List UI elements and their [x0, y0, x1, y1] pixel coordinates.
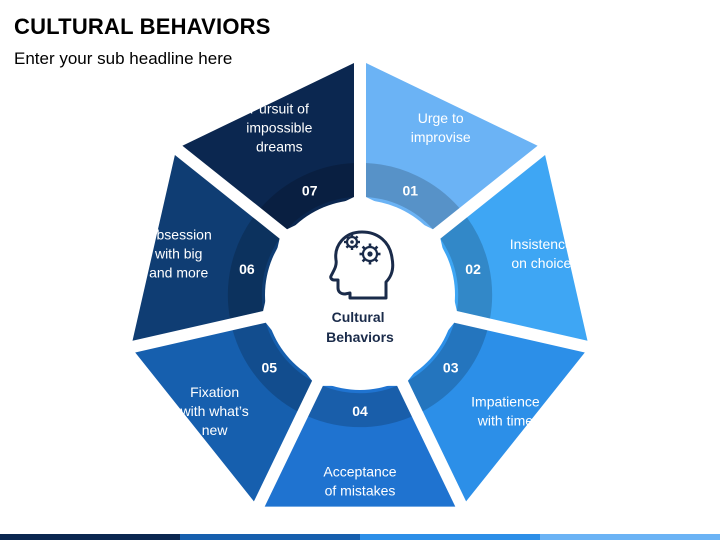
- segment-number: 05: [262, 359, 278, 375]
- segment-label: Obsession with big and more: [146, 227, 212, 281]
- segment-number: 03: [443, 359, 459, 375]
- segment-ring-band: [308, 385, 412, 428]
- segment-label-line: Pursuit of: [250, 100, 309, 116]
- segment-label: Impatience with time: [471, 394, 540, 429]
- segment-label: Urge to improvise: [411, 110, 471, 145]
- segment-label-line: with time: [477, 413, 533, 429]
- bottom-bar-stripe: [360, 534, 540, 540]
- segment-label-line: Urge to: [418, 110, 464, 126]
- segment-label-line: of mistakes: [325, 483, 396, 499]
- bottom-bar-stripe: [180, 534, 360, 540]
- segment-shape: [182, 63, 354, 230]
- segment-number: 07: [302, 183, 318, 199]
- segment-number: 02: [465, 261, 481, 277]
- segment-label-line: Obsession: [146, 227, 212, 243]
- segment-02: 02 Insistence on choice: [440, 155, 588, 341]
- segment-label-line: improvise: [411, 129, 471, 145]
- svg-text:Cultural Behaviors: Cultural Behaviors: [326, 309, 394, 345]
- segment-label: Pursuit of impossible dreams: [246, 100, 312, 154]
- segment-label: Fixation with what’s new: [179, 384, 248, 438]
- bottom-bar-stripe: [540, 534, 720, 540]
- bottom-bar-stripe: [0, 534, 180, 540]
- bottom-accent-bar: [0, 534, 720, 540]
- segment-06: 06 Obsession with big and more: [132, 155, 280, 341]
- segment-ring-band: [260, 163, 354, 230]
- segment-shape: [264, 385, 456, 507]
- segment-label-line: impossible: [246, 119, 312, 135]
- segment-label-line: Insistence: [510, 236, 573, 252]
- head-with-gears-icon: [329, 230, 395, 300]
- segment-number: 04: [352, 403, 368, 419]
- segment-label-line: Fixation: [190, 384, 239, 400]
- segment-label-line: and more: [149, 265, 208, 281]
- segment-shape: [132, 155, 280, 341]
- segment-ring-band: [407, 322, 488, 412]
- segment-number: 06: [239, 261, 255, 277]
- segment-ring-band: [232, 322, 313, 412]
- segment-07: 07 Pursuit of impossible dreams: [182, 63, 354, 230]
- page-subtitle: Enter your sub headline here: [14, 49, 233, 68]
- segment-label-line: new: [202, 422, 229, 438]
- center-label-line-2: Behaviors: [326, 329, 394, 345]
- segment-shape: [135, 322, 313, 502]
- segment-label: Insistence on choice: [510, 236, 573, 271]
- segment-shape: [440, 155, 588, 341]
- segment-label-line: Impatience: [471, 394, 540, 410]
- segment-shape: [366, 63, 538, 230]
- segment-shape: [407, 322, 585, 502]
- segment-label-line: with big: [154, 246, 202, 262]
- page-title: CULTURAL BEHAVIORS: [14, 14, 271, 39]
- segment-label-line: Acceptance: [323, 464, 396, 480]
- segment-label: Acceptance of mistakes: [323, 464, 396, 499]
- segment-ring-band: [366, 163, 460, 230]
- segment-number: 01: [403, 183, 419, 199]
- segment-ring-band: [227, 217, 280, 319]
- segment-01: 01 Urge to improvise: [366, 63, 538, 230]
- segment-label-line: on choice: [511, 255, 571, 271]
- segment-label-line: dreams: [256, 138, 303, 154]
- center-label-line-1: Cultural: [332, 309, 385, 325]
- segment-ring-band: [440, 217, 493, 319]
- center-hub: [265, 200, 455, 390]
- segment-label-line: with what’s: [179, 403, 248, 419]
